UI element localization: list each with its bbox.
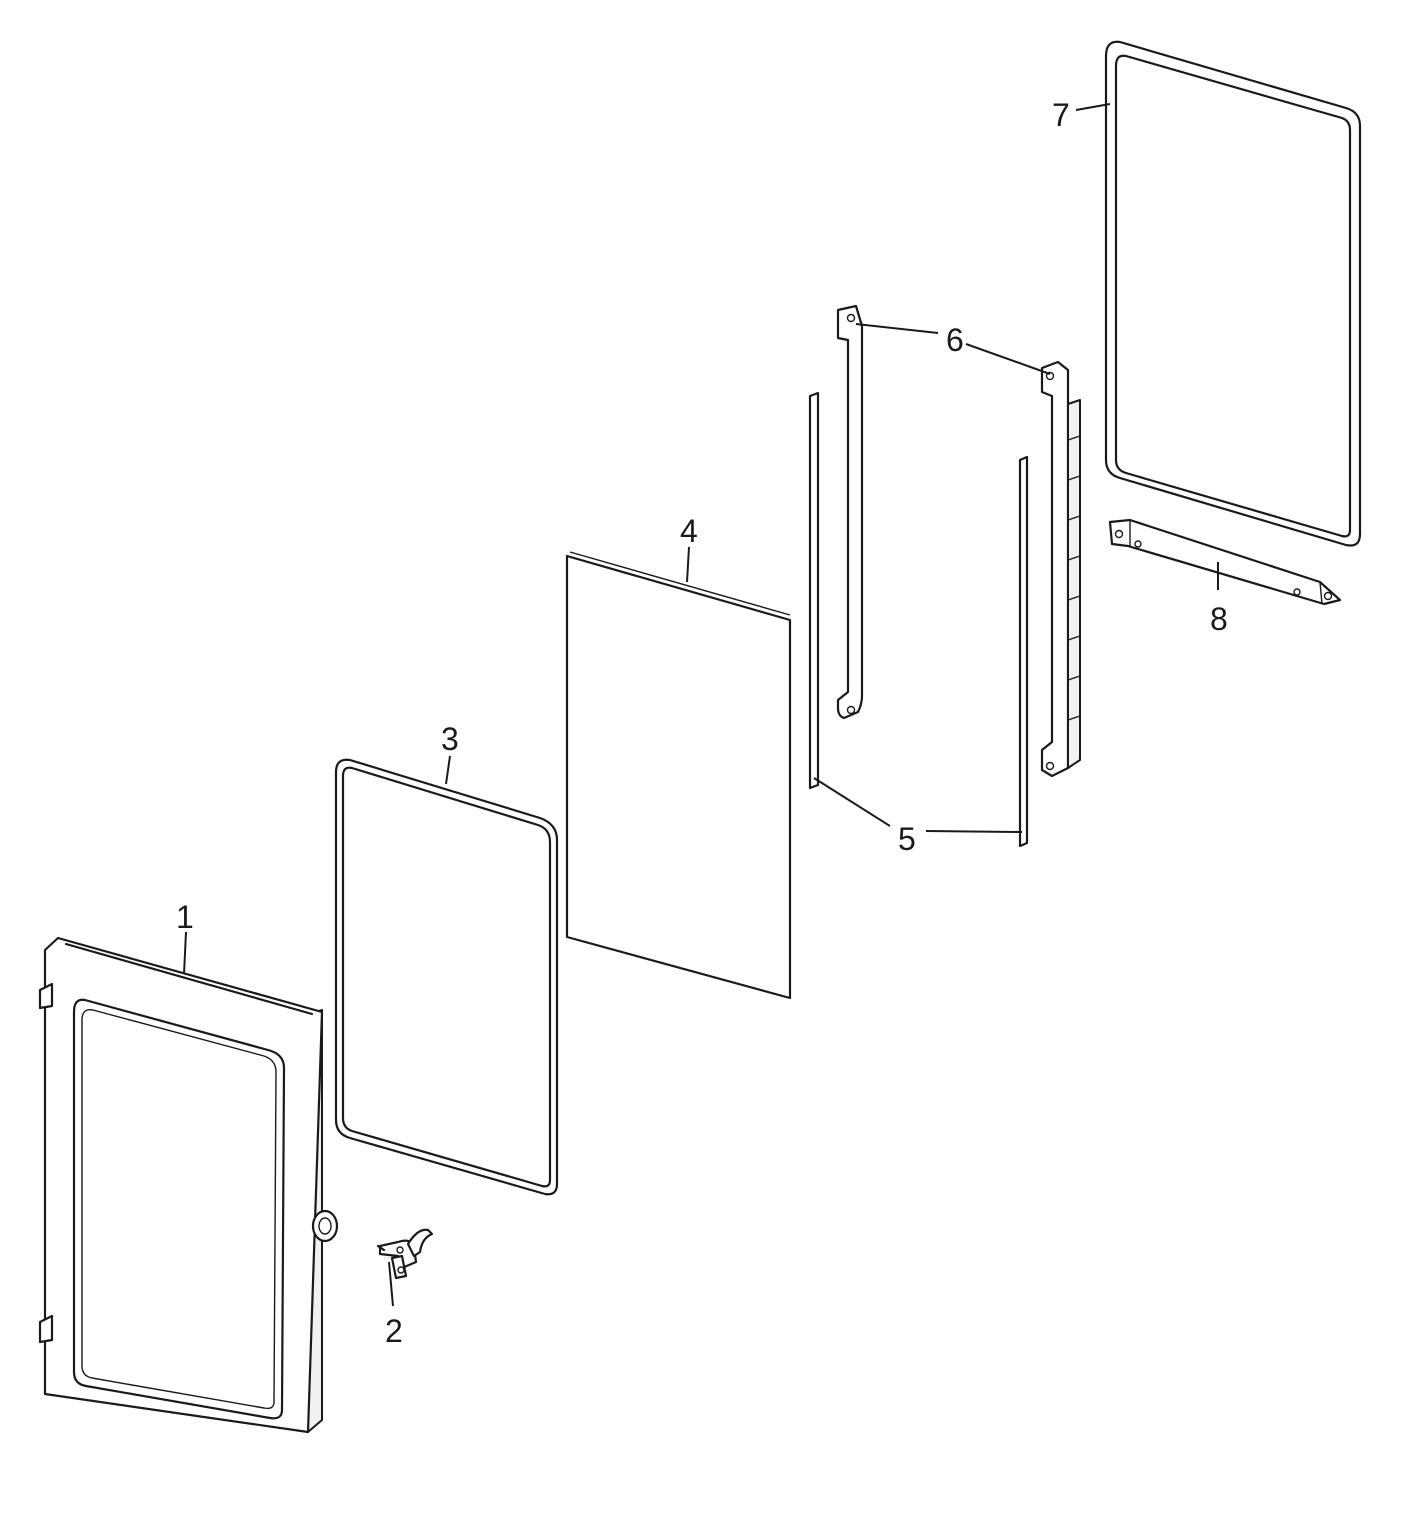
callouts: 1 2 3 4 5 6 7 8 [176,97,1228,1349]
leader-7 [1075,103,1111,111]
leader-6b [965,343,1051,375]
part-door-frame [38,936,339,1434]
leader-1 [183,931,187,975]
part-glass-panel [565,551,792,1000]
callout-8: 8 [1210,601,1228,637]
callout-1: 1 [176,899,194,935]
part-inner-frame [1104,40,1362,547]
leader-lines [183,103,1219,1307]
leader-5b [925,830,1023,833]
leader-3 [445,755,451,785]
leader-2 [388,1261,394,1307]
callout-3: 3 [441,721,459,757]
leader-6a [855,323,939,334]
callout-6: 6 [946,322,964,358]
part-door-seal [334,758,559,1196]
part-hinge-bracket [1108,518,1342,606]
leader-4 [686,546,690,583]
callout-2: 2 [385,1313,403,1349]
callout-7: 7 [1052,97,1070,133]
callout-5: 5 [898,821,916,857]
part-side-brackets [836,304,1081,778]
leader-5a [813,777,891,827]
callout-4: 4 [680,513,698,549]
part-latch-hook [376,1228,434,1280]
part-edge-strips [808,391,1029,848]
